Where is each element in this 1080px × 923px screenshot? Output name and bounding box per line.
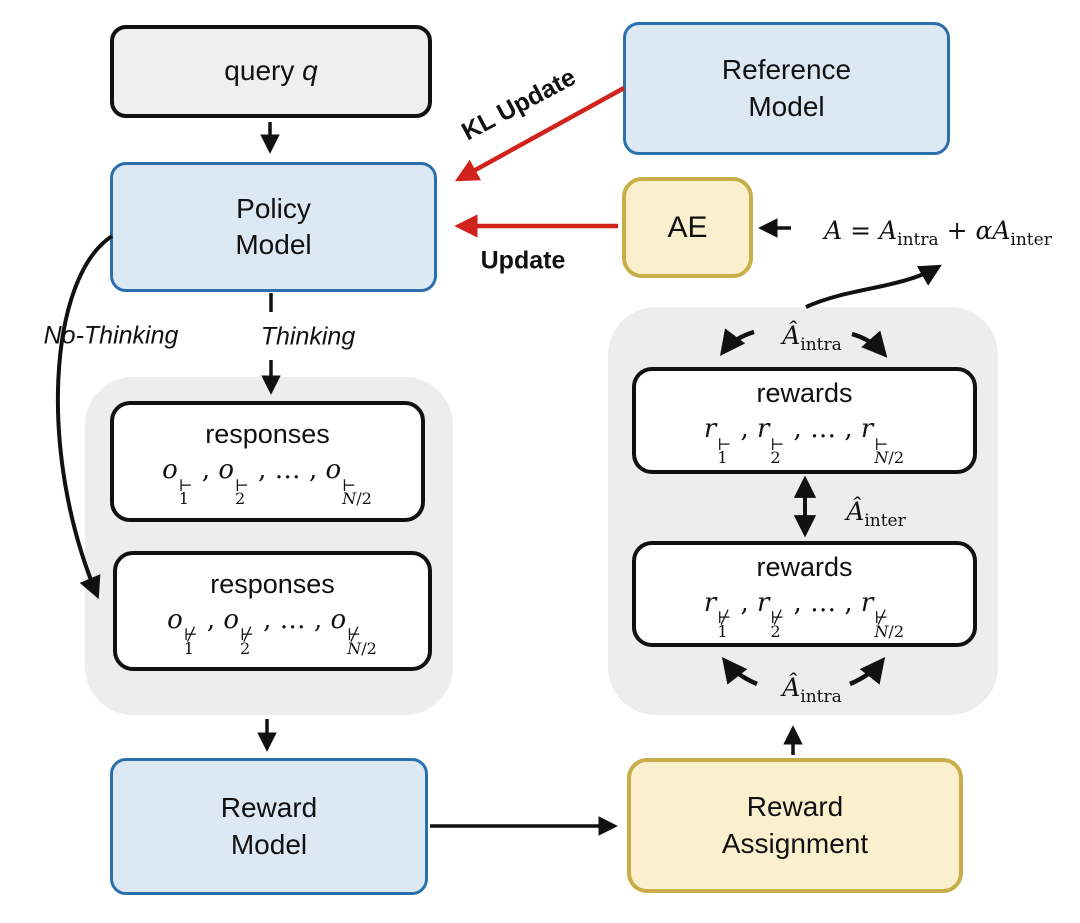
update-label: Update (480, 246, 566, 275)
reference-model-node: Reference Model (623, 22, 950, 155)
rewards-no-thinking-math: r⊬1 , r⊬2 , … , r⊬N/2 (703, 587, 905, 641)
policy-model-label-line2: Model (235, 229, 312, 260)
a-intra-bottom-label: Âintra (782, 673, 842, 707)
reward-assignment-node: Reward Assignment (627, 758, 963, 893)
a-inter-label: Âinter (846, 497, 906, 531)
rewards-thinking-math: r⊢1 , r⊢2 , … , r⊢N/2 (703, 414, 905, 468)
arrow-group-to-formula-curve (805, 264, 942, 309)
reward-assignment-label-line2: Assignment (721, 827, 869, 859)
thinking-label: Thinking (260, 322, 356, 351)
rewards-no-thinking-label: rewards (756, 551, 853, 582)
query-label: query q (224, 55, 318, 87)
a-intra-top-label: Âintra (782, 321, 842, 355)
query-node: query q (110, 25, 432, 118)
responses-no-thinking-node: responses o⊬1 , o⊬2 , … , o⊬N/2 (113, 551, 432, 671)
no-thinking-label: No-Thinking (43, 321, 179, 350)
policy-model-node: Policy Model (110, 162, 437, 292)
rewards-no-thinking-node: rewards r⊬1 , r⊬2 , … , r⊬N/2 (632, 541, 977, 647)
reference-model-label-line2: Model (748, 90, 825, 122)
reward-model-label-line2: Model (230, 828, 308, 860)
rewards-thinking-node: rewards r⊢1 , r⊢2 , … , r⊢N/2 (632, 367, 977, 474)
rewards-thinking-label: rewards (756, 378, 853, 409)
reward-model-label-line1: Reward (220, 792, 318, 824)
reward-model-node: Reward Model (110, 758, 428, 895)
ae-node: AE (622, 177, 753, 278)
responses-thinking-math: o⊢1 , o⊢2 , … , o⊢N/2 (162, 455, 372, 509)
responses-thinking-node: responses o⊢1 , o⊢2 , … , o⊢N/2 (110, 401, 425, 522)
responses-thinking-label: responses (205, 419, 330, 450)
advantage-formula-label: A = Aintra + αAinter (824, 216, 1052, 250)
reward-assignment-label-line1: Reward (746, 791, 844, 823)
kl-update-label: KL Update (457, 62, 581, 147)
ae-label: AE (667, 211, 708, 244)
reference-model-label-line1: Reference (721, 54, 852, 86)
responses-no-thinking-label: responses (210, 568, 335, 599)
responses-no-thinking-math: o⊬1 , o⊬2 , … , o⊬N/2 (167, 604, 377, 658)
policy-model-label-line1: Policy (236, 192, 311, 224)
